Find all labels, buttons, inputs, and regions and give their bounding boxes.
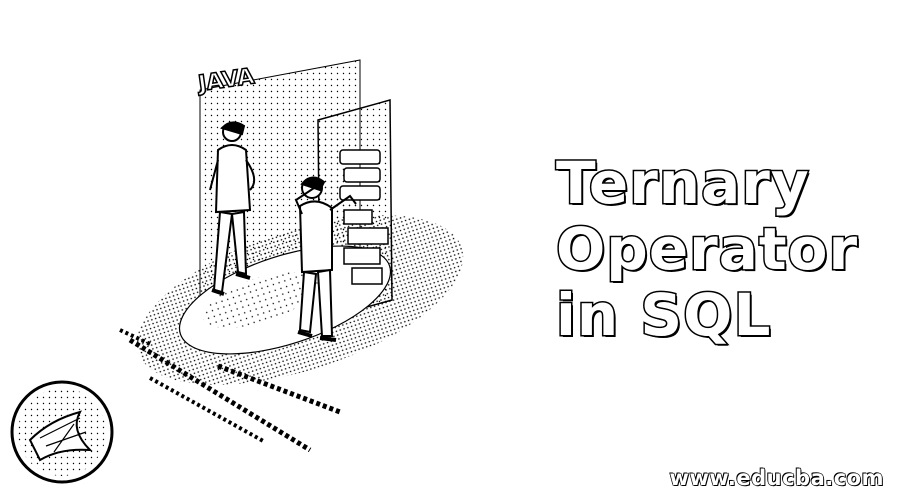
standing-developer-figure [209, 121, 256, 296]
code-ribbons [119, 328, 341, 453]
working-developer-figure [294, 176, 357, 342]
sql-server-logo-icon [10, 380, 114, 484]
floor-platform [136, 215, 464, 385]
site-watermark: www.educba.com [669, 465, 884, 490]
wall-code-blocks [339, 149, 389, 285]
developer-illustration: JAVA [10, 59, 464, 484]
title-line-1: Ternary [555, 149, 811, 218]
article-title: Ternary Operator in SQL [555, 149, 876, 350]
title-line-2: Operator [555, 215, 859, 284]
title-line-3: in SQL [555, 281, 772, 350]
